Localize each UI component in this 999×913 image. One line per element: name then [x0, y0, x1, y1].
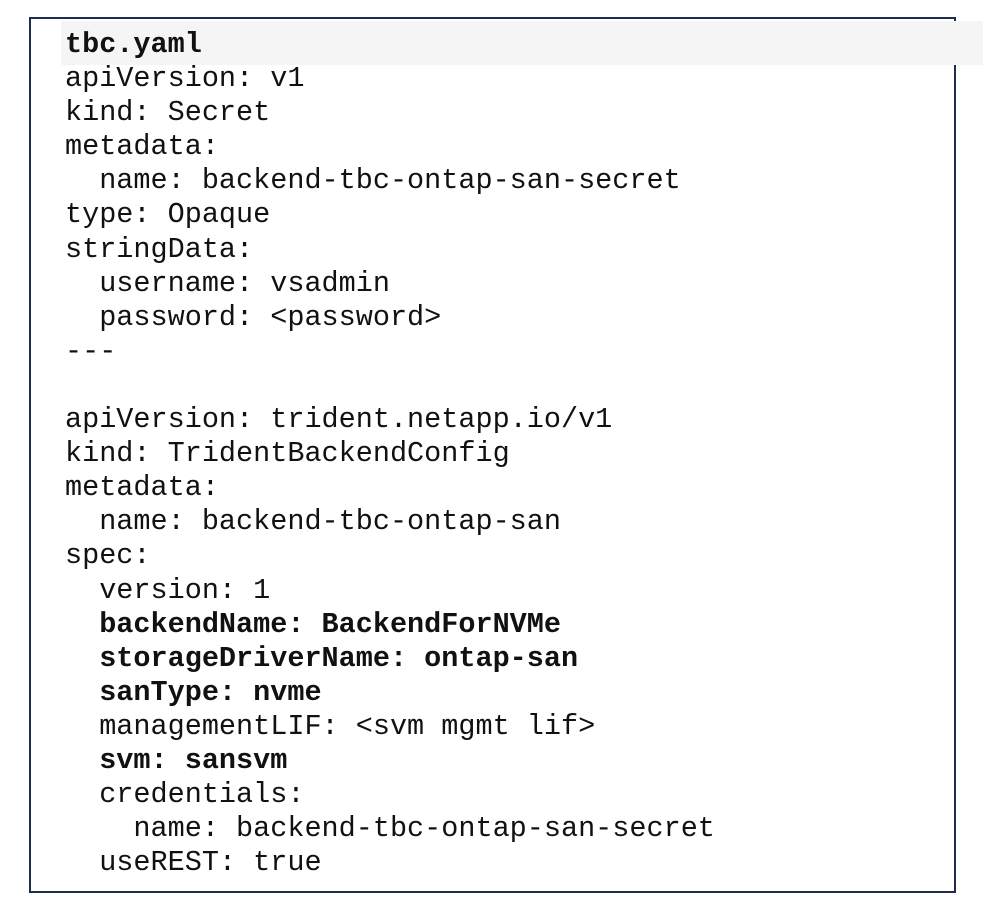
code-line: useREST: true — [65, 846, 322, 880]
code-line: svm: sansvm — [65, 743, 288, 777]
file-title-band — [61, 21, 983, 65]
code-line: apiVersion: trident.netapp.io/v1 — [65, 403, 613, 437]
code-line: kind: Secret — [65, 96, 271, 130]
code-line: apiVersion: v1 — [65, 62, 305, 96]
code-line: username: vsadmin — [65, 266, 390, 300]
code-line: managementLIF: <svm mgmt lif> — [65, 709, 596, 743]
code-line: metadata: — [65, 471, 219, 505]
code-line: name: backend-tbc-ontap-san — [65, 505, 561, 539]
code-line: credentials: — [65, 778, 305, 812]
code-line: --- — [65, 334, 117, 368]
code-line: spec: — [65, 539, 151, 573]
code-line — [65, 369, 715, 403]
code-line: metadata: — [65, 130, 219, 164]
code-line: name: backend-tbc-ontap-san-secret — [65, 164, 681, 198]
code-line: backendName: BackendForNVMe — [65, 607, 561, 641]
code-line: name: backend-tbc-ontap-san-secret — [65, 812, 715, 846]
code-line: sanType: nvme — [65, 675, 322, 709]
code-line: storageDriverName: ontap-san — [65, 641, 579, 675]
code-line: password: <password> — [65, 300, 442, 334]
code-line: version: 1 — [65, 573, 271, 607]
code-line: stringData: — [65, 232, 254, 266]
code-line: kind: TridentBackendConfig — [65, 437, 510, 471]
code-line: type: Opaque — [65, 198, 271, 232]
file-title: tbc.yaml — [65, 28, 202, 61]
